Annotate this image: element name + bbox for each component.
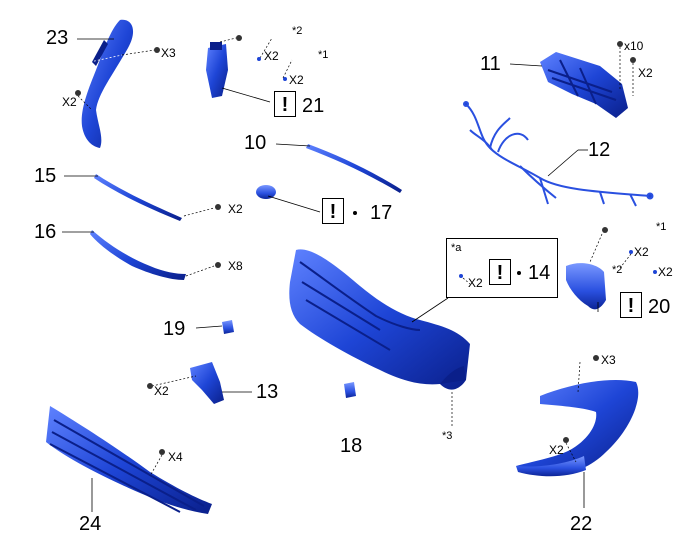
- panel-part-14: [446, 238, 558, 298]
- part-19-clip: [222, 320, 234, 334]
- qty-11-clip: X2: [638, 66, 653, 80]
- part-12-wire-harness: [463, 101, 654, 207]
- qty-11-bolt: x10: [624, 39, 644, 53]
- part-14-bumper-cover: [289, 249, 470, 428]
- label-part-22: 22: [570, 513, 593, 535]
- part-11-absorber: [540, 41, 636, 118]
- qty-22-bolt: X3: [601, 353, 616, 367]
- label-part-15: 15: [34, 165, 57, 187]
- warning-icon-17: !: [322, 198, 344, 224]
- qty-20-clip-a: X2: [634, 245, 649, 259]
- qty-14-clip: X2: [468, 276, 483, 290]
- qty-21-clip-a: X2: [264, 49, 279, 63]
- label-part-16: 16: [34, 221, 57, 243]
- label-part-20: 20: [648, 296, 671, 318]
- label-part-10: 10: [244, 132, 267, 154]
- label-part-23: 23: [46, 27, 69, 49]
- label-part-21: 21: [302, 95, 325, 117]
- label-part-12: 12: [588, 139, 611, 161]
- qty-13-screw: X2: [154, 384, 169, 398]
- bullet-icon-17: [353, 211, 357, 215]
- note-star2-20: *2: [612, 264, 623, 276]
- label-part-13: 13: [256, 381, 279, 403]
- label-part-19: 19: [163, 318, 186, 340]
- bullet-icon-14: [517, 271, 521, 275]
- part-17-cap: [256, 185, 276, 199]
- qty-23-bolt: X3: [161, 46, 176, 60]
- qty-15-screw: X2: [228, 202, 243, 216]
- warning-icon-14: !: [489, 259, 511, 285]
- qty-20-clip-b: X2: [658, 265, 673, 279]
- note-star-a-14: *a: [451, 242, 462, 254]
- part-23-side-support: [75, 19, 160, 149]
- qty-16-screw: X8: [228, 259, 243, 273]
- note-star1-21: *1: [318, 49, 329, 61]
- qty-21-clip-b: X2: [289, 73, 304, 87]
- qty-22-clip: X2: [549, 443, 564, 457]
- label-part-24: 24: [79, 513, 102, 535]
- part-22-side-support: [516, 355, 639, 477]
- part-10-upper-molding: [306, 144, 402, 193]
- part-24-grille: [46, 406, 212, 514]
- note-star1-20: *1: [656, 221, 667, 233]
- part-18-cover: [344, 382, 356, 398]
- label-part-18: 18: [340, 435, 363, 457]
- qty-23-clip: X2: [62, 95, 77, 109]
- note-star3-14: *3: [442, 430, 453, 442]
- panel-14-clip: [459, 274, 471, 285]
- warning-icon-21: !: [274, 91, 296, 117]
- part-21-bracket: [206, 35, 293, 98]
- label-part-11: 11: [480, 53, 501, 75]
- qty-24-screw: X4: [168, 450, 183, 464]
- warning-icon-20: !: [620, 292, 642, 318]
- part-16-garnish: [90, 230, 221, 280]
- part-13-retainer: [147, 362, 224, 404]
- label-part-14: 14: [528, 262, 551, 284]
- label-part-17: 17: [370, 202, 393, 224]
- note-star2-21: *2: [292, 25, 303, 37]
- part-15-lower-molding: [94, 174, 221, 221]
- part-20-bracket: [566, 227, 657, 310]
